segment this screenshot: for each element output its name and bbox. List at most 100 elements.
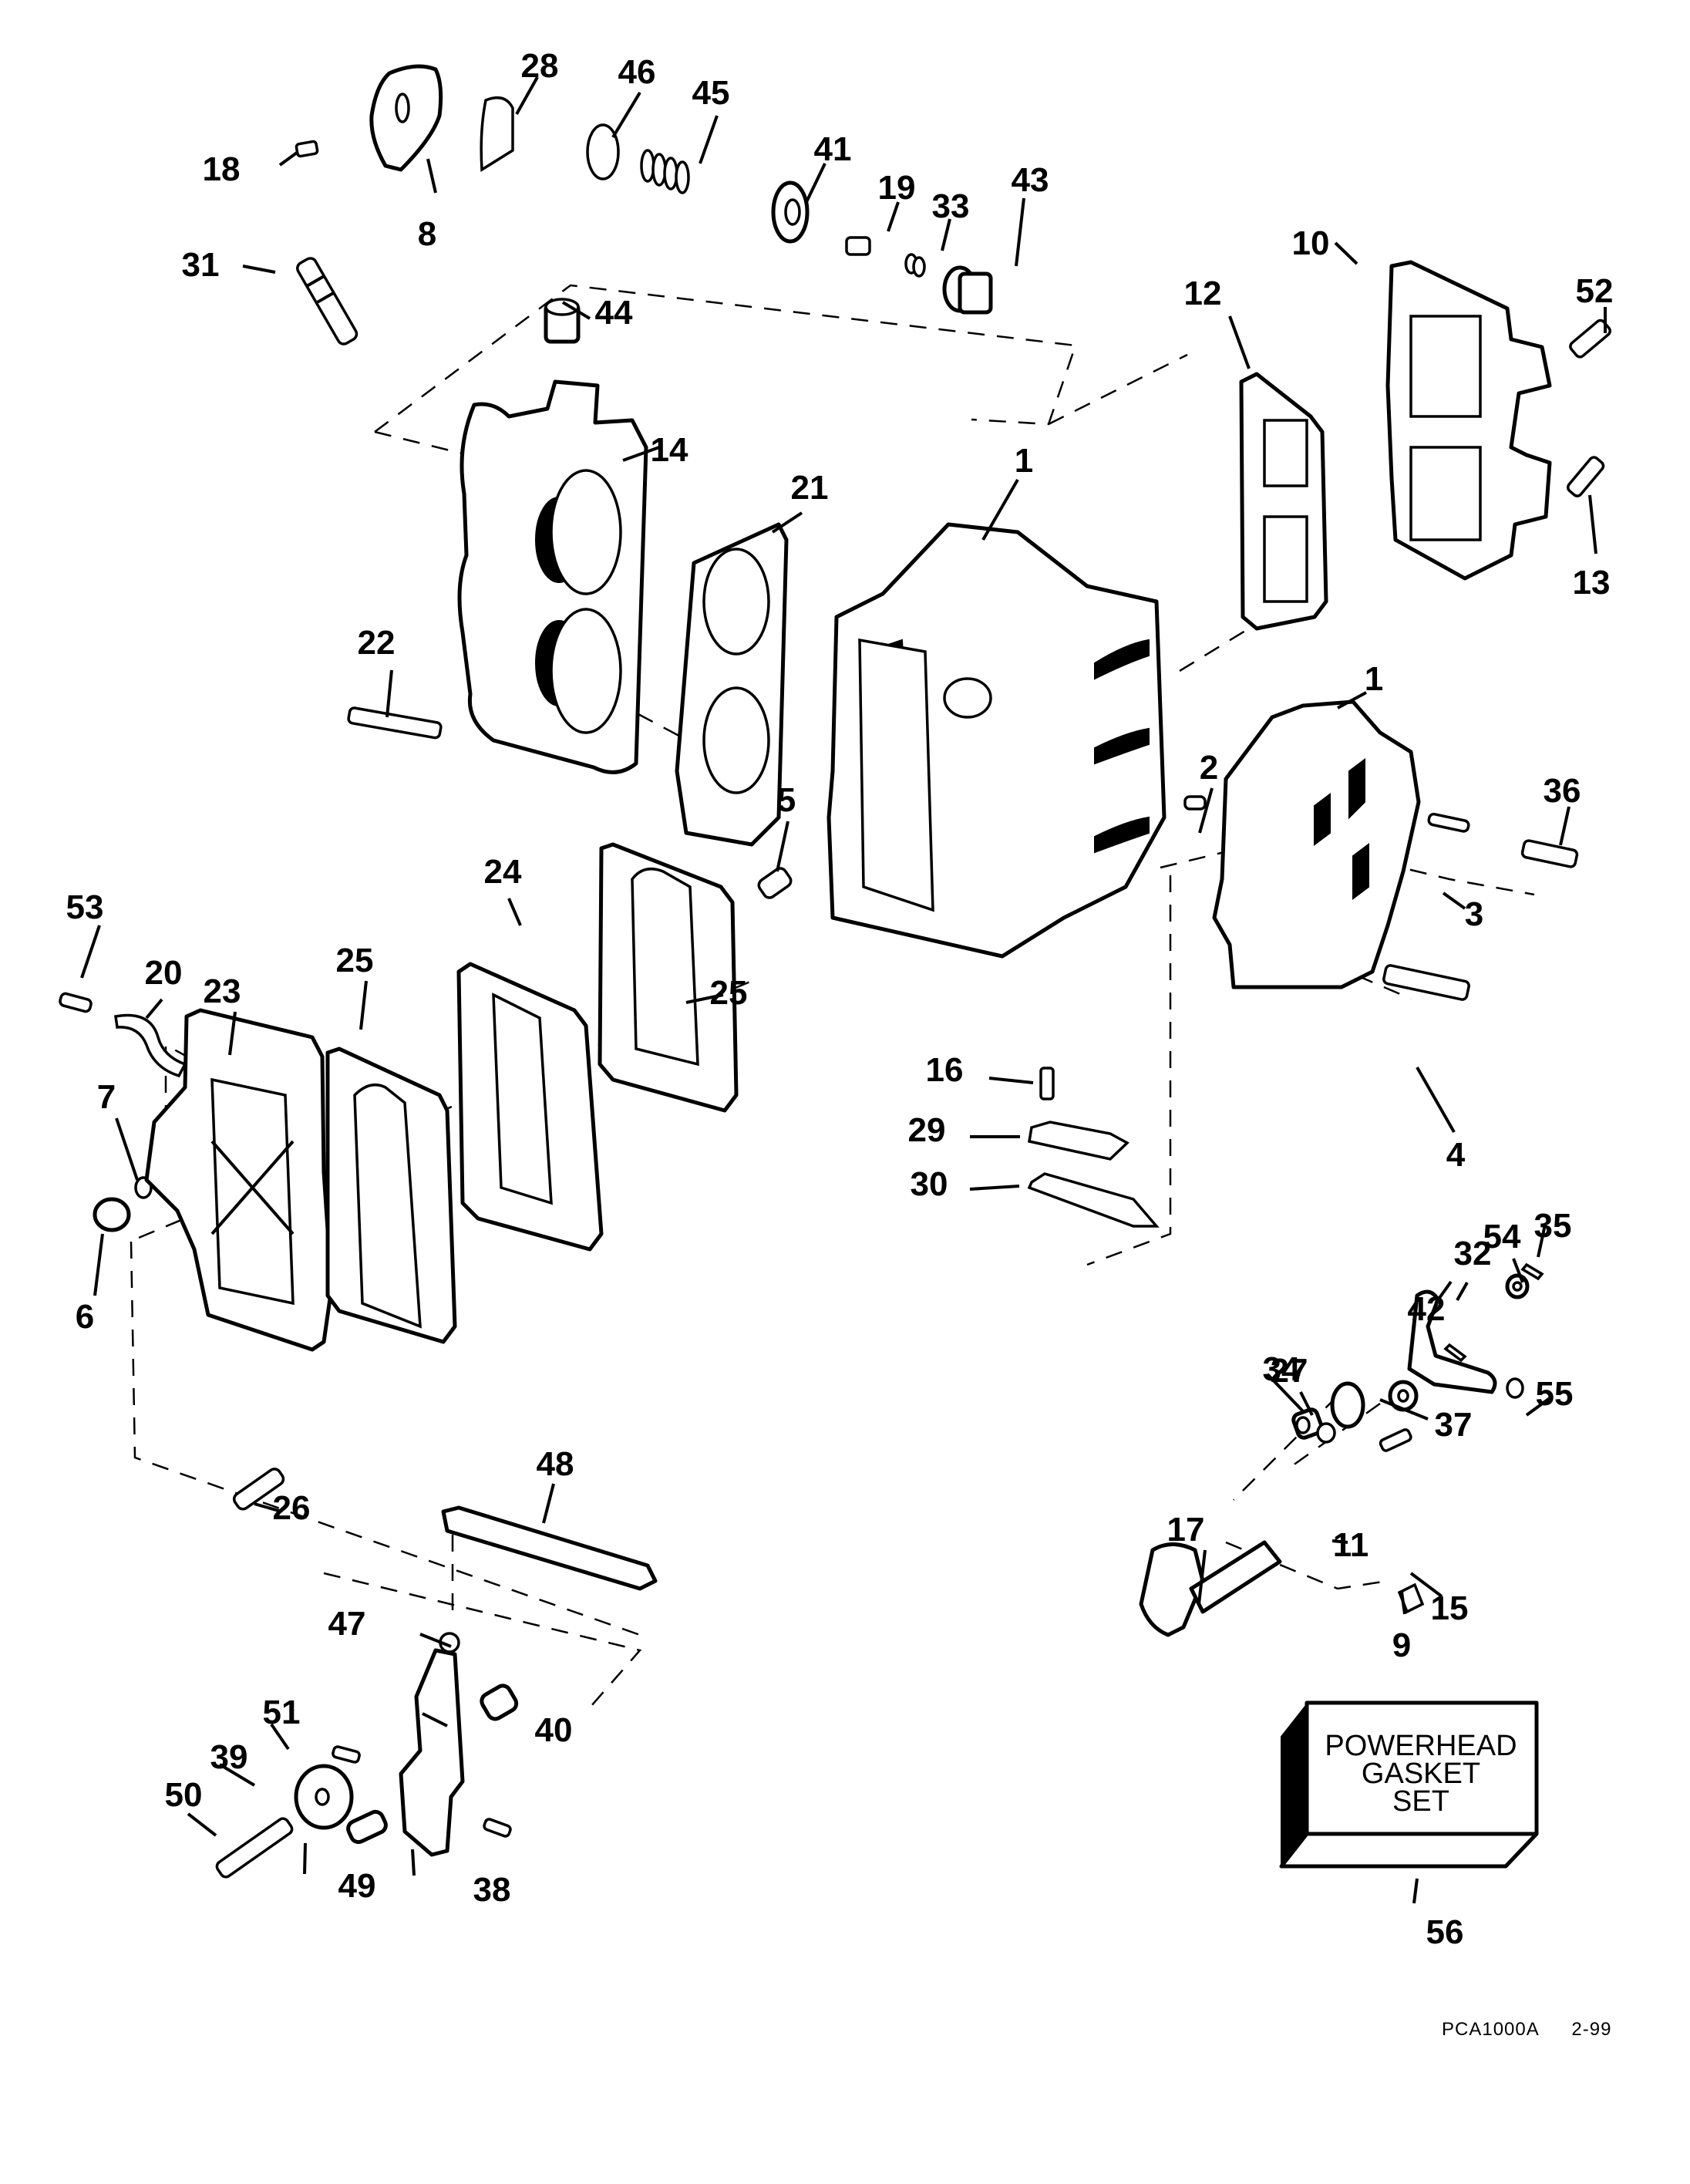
- callout-14[interactable]: 14: [622, 431, 688, 469]
- callout-37[interactable]: 37: [1379, 1398, 1472, 1444]
- part-24-divider-plate[interactable]: [456, 962, 604, 1252]
- callout-26[interactable]: 26: [254, 1489, 310, 1527]
- callout-11[interactable]: 11: [1331, 1526, 1368, 1564]
- callout-30[interactable]: 30: [911, 1165, 1020, 1203]
- callout-44[interactable]: 44: [561, 294, 633, 332]
- part-32-cotter-pin[interactable]: [1443, 1343, 1467, 1363]
- callout-9[interactable]: 9: [1392, 1591, 1411, 1664]
- callout-8[interactable]: 8: [418, 158, 437, 253]
- part-19-valve[interactable]: [845, 236, 871, 256]
- callout-1[interactable]: 1: [981, 442, 1033, 541]
- part-46-o-ring[interactable]: [586, 123, 620, 180]
- callout-51[interactable]: 51: [263, 1694, 301, 1751]
- callout-50[interactable]: 50: [165, 1776, 217, 1837]
- callout-20[interactable]: 20: [145, 954, 183, 1020]
- part-1-crankcase[interactable]: [1212, 699, 1421, 989]
- callout-16[interactable]: 16: [926, 1051, 1034, 1089]
- part-21-head-gasket[interactable]: [675, 522, 789, 847]
- callout-23[interactable]: 23: [204, 972, 241, 1056]
- part-3-pin[interactable]: [1427, 812, 1470, 833]
- callout-25[interactable]: 25: [336, 942, 374, 1030]
- part-8-housing[interactable]: [369, 64, 443, 172]
- callout-17[interactable]: 17: [1167, 1511, 1207, 1605]
- part-45-spring[interactable]: [640, 149, 690, 194]
- callout-54[interactable]: 54: [1483, 1218, 1524, 1283]
- part-51-screw[interactable]: [332, 1745, 361, 1764]
- part-17-shaft[interactable]: [1139, 1540, 1282, 1637]
- callout-52[interactable]: 52: [1576, 272, 1614, 333]
- callout-38[interactable]: 38: [411, 1849, 510, 1909]
- callout-1b[interactable]: 1: [1337, 660, 1383, 709]
- callout-53[interactable]: 53: [66, 888, 104, 979]
- callout-22[interactable]: 22: [358, 624, 396, 718]
- part-20-hose[interactable]: [114, 1013, 187, 1078]
- part-18-screw[interactable]: [295, 140, 319, 158]
- part-50-bolt[interactable]: [215, 1816, 295, 1879]
- part-15-screw[interactable]: [1379, 1428, 1412, 1452]
- part-16-screw[interactable]: [1039, 1067, 1055, 1100]
- part-40-bushing[interactable]: [479, 1683, 519, 1721]
- part-38-screw[interactable]: [483, 1818, 512, 1838]
- part-48-link-rod[interactable]: [441, 1505, 658, 1591]
- part-29-clip[interactable]: [1028, 1121, 1129, 1161]
- callout-2[interactable]: 2: [1198, 749, 1218, 834]
- callout-41[interactable]: 41: [804, 130, 851, 204]
- callout-24[interactable]: 24: [484, 853, 522, 926]
- part-31-spark-plug[interactable]: [295, 256, 359, 346]
- part-30-clip[interactable]: [1027, 1172, 1160, 1228]
- part-4-bolt[interactable]: [1382, 964, 1470, 1001]
- callout-25b[interactable]: 25: [685, 974, 747, 1012]
- part-54-washer[interactable]: [1505, 1273, 1530, 1299]
- part-39-washer[interactable]: [294, 1764, 354, 1830]
- callout-6[interactable]: 6: [76, 1233, 104, 1336]
- part-34-bushing[interactable]: [1291, 1407, 1324, 1440]
- callout-42[interactable]: 42: [1408, 1280, 1453, 1328]
- callout-36[interactable]: 36: [1544, 772, 1581, 846]
- callout-47[interactable]: 47: [328, 1605, 452, 1648]
- callout-45[interactable]: 45: [692, 74, 730, 164]
- part-25-gasket-b[interactable]: [598, 842, 739, 1113]
- callout-43[interactable]: 43: [1012, 161, 1049, 267]
- part-11-button[interactable]: [1316, 1422, 1336, 1444]
- part-33-spring[interactable]: [904, 253, 926, 278]
- callout-49[interactable]: 49: [303, 1842, 375, 1905]
- part-44-plug[interactable]: [544, 298, 581, 344]
- part-42-lever[interactable]: [1407, 1289, 1497, 1394]
- part-25-gasket-a[interactable]: [325, 1046, 457, 1344]
- callout-5[interactable]: 5: [776, 781, 796, 872]
- callout-12[interactable]: 12: [1184, 275, 1251, 369]
- part-22-bolt[interactable]: [347, 706, 443, 740]
- part-43-cap[interactable]: [942, 265, 993, 315]
- part-55-nut[interactable]: [1506, 1377, 1524, 1399]
- part-36-bolt[interactable]: [1520, 839, 1579, 868]
- callout-29[interactable]: 29: [908, 1111, 1020, 1149]
- callout-19[interactable]: 19: [878, 169, 916, 232]
- callout-15[interactable]: 15: [1409, 1572, 1468, 1627]
- callout-10[interactable]: 10: [1292, 224, 1358, 265]
- callout-48[interactable]: 48: [537, 1445, 574, 1524]
- callout-31[interactable]: 31: [182, 246, 276, 284]
- callout-3[interactable]: 3: [1442, 891, 1483, 933]
- part-49-ball-stud[interactable]: [345, 1809, 388, 1845]
- callout-46[interactable]: 46: [611, 53, 655, 139]
- callout-7[interactable]: 7: [97, 1078, 139, 1181]
- callout-21[interactable]: 21: [771, 469, 828, 534]
- part-53-fitting[interactable]: [59, 992, 93, 1013]
- part-41-seal[interactable]: [771, 180, 810, 244]
- callout-18[interactable]: 18: [203, 150, 298, 188]
- part-14-cylinder-head[interactable]: [457, 379, 648, 774]
- callout-55[interactable]: 55: [1525, 1375, 1573, 1417]
- callout-39[interactable]: 39: [210, 1738, 256, 1787]
- part-1-cylinder-block[interactable]: [826, 522, 1167, 959]
- part-26-bolt[interactable]: [232, 1467, 286, 1512]
- part-5-fitting[interactable]: [756, 866, 793, 900]
- part-27-cam[interactable]: [1330, 1381, 1365, 1429]
- callout-28[interactable]: 28: [515, 47, 558, 115]
- gasket-set-box[interactable]: POWERHEAD GASKET SET: [1279, 1700, 1539, 1869]
- callout-13[interactable]: 13: [1573, 494, 1611, 602]
- callout-56[interactable]: 56: [1412, 1878, 1463, 1951]
- part-2-dowel[interactable]: [1183, 795, 1207, 811]
- callout-33[interactable]: 33: [932, 187, 970, 251]
- callout-35[interactable]: 35: [1534, 1207, 1572, 1258]
- part-23-exhaust-cover[interactable]: [144, 1008, 334, 1352]
